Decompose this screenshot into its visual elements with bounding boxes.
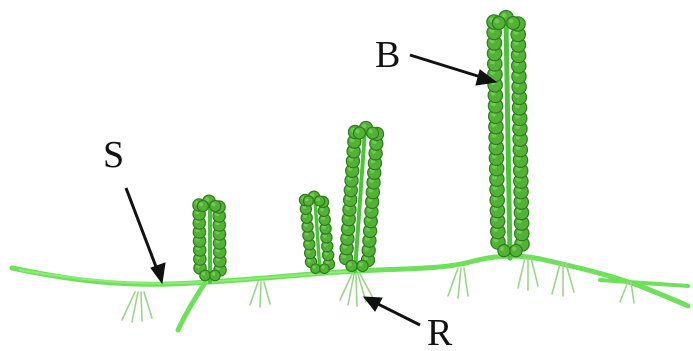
leaf-bead [367,127,379,139]
leaf-bead [210,270,221,281]
leaf-bead [492,17,505,30]
rhizoid-cluster [250,282,270,307]
leaf-bead-highlight [199,202,203,206]
leaf-bead-highlight [202,272,206,276]
leaf-bead-highlight [305,198,309,202]
leaf-bead [210,200,221,211]
leaf-bead [498,245,510,257]
leaf-bead-highlight [356,129,360,133]
leaf-bead-highlight [312,266,315,269]
leaf-bead-highlight [212,272,216,276]
leaf-bead-highlight [512,247,516,251]
label-b: B [375,34,400,76]
leaf-bead [353,127,365,139]
leaf-bead-highlight [359,262,363,266]
leaf-bead-highlight [509,19,514,24]
arrow-r [364,297,420,325]
leaf-bead-highlight [369,129,373,133]
leaf-bead [303,196,313,206]
leaf-bead-highlight [500,247,504,251]
leaf-bead [197,200,208,211]
rhizoid-cluster [518,258,538,290]
leaf-bead-highlight [348,262,352,266]
leaf-bead [311,264,321,274]
leaf-bead-highlight [495,19,500,24]
arrow-b [410,55,496,85]
leaf-bead [315,196,325,206]
rhizoid-cluster [122,292,152,322]
leaf-bead-highlight [212,202,216,206]
stolon-branch-down [178,283,205,330]
rhizoid-cluster [620,282,634,303]
leaf-bead [357,260,368,271]
leaf-bead [346,260,357,271]
leaf-bead [320,264,330,274]
shoot-stem [506,20,510,258]
leaf-bead [510,245,522,257]
leaf-bead-highlight [316,198,320,202]
leaf-bead-highlight [321,266,324,269]
rhizoid-cluster [552,264,574,296]
leaf-bead [200,270,211,281]
leaf-bead [507,17,520,30]
arrow-s [126,188,165,283]
label-s: S [103,134,124,176]
rhizoid-cluster [448,268,468,298]
label-r: R [427,312,453,351]
shoots [193,10,529,280]
